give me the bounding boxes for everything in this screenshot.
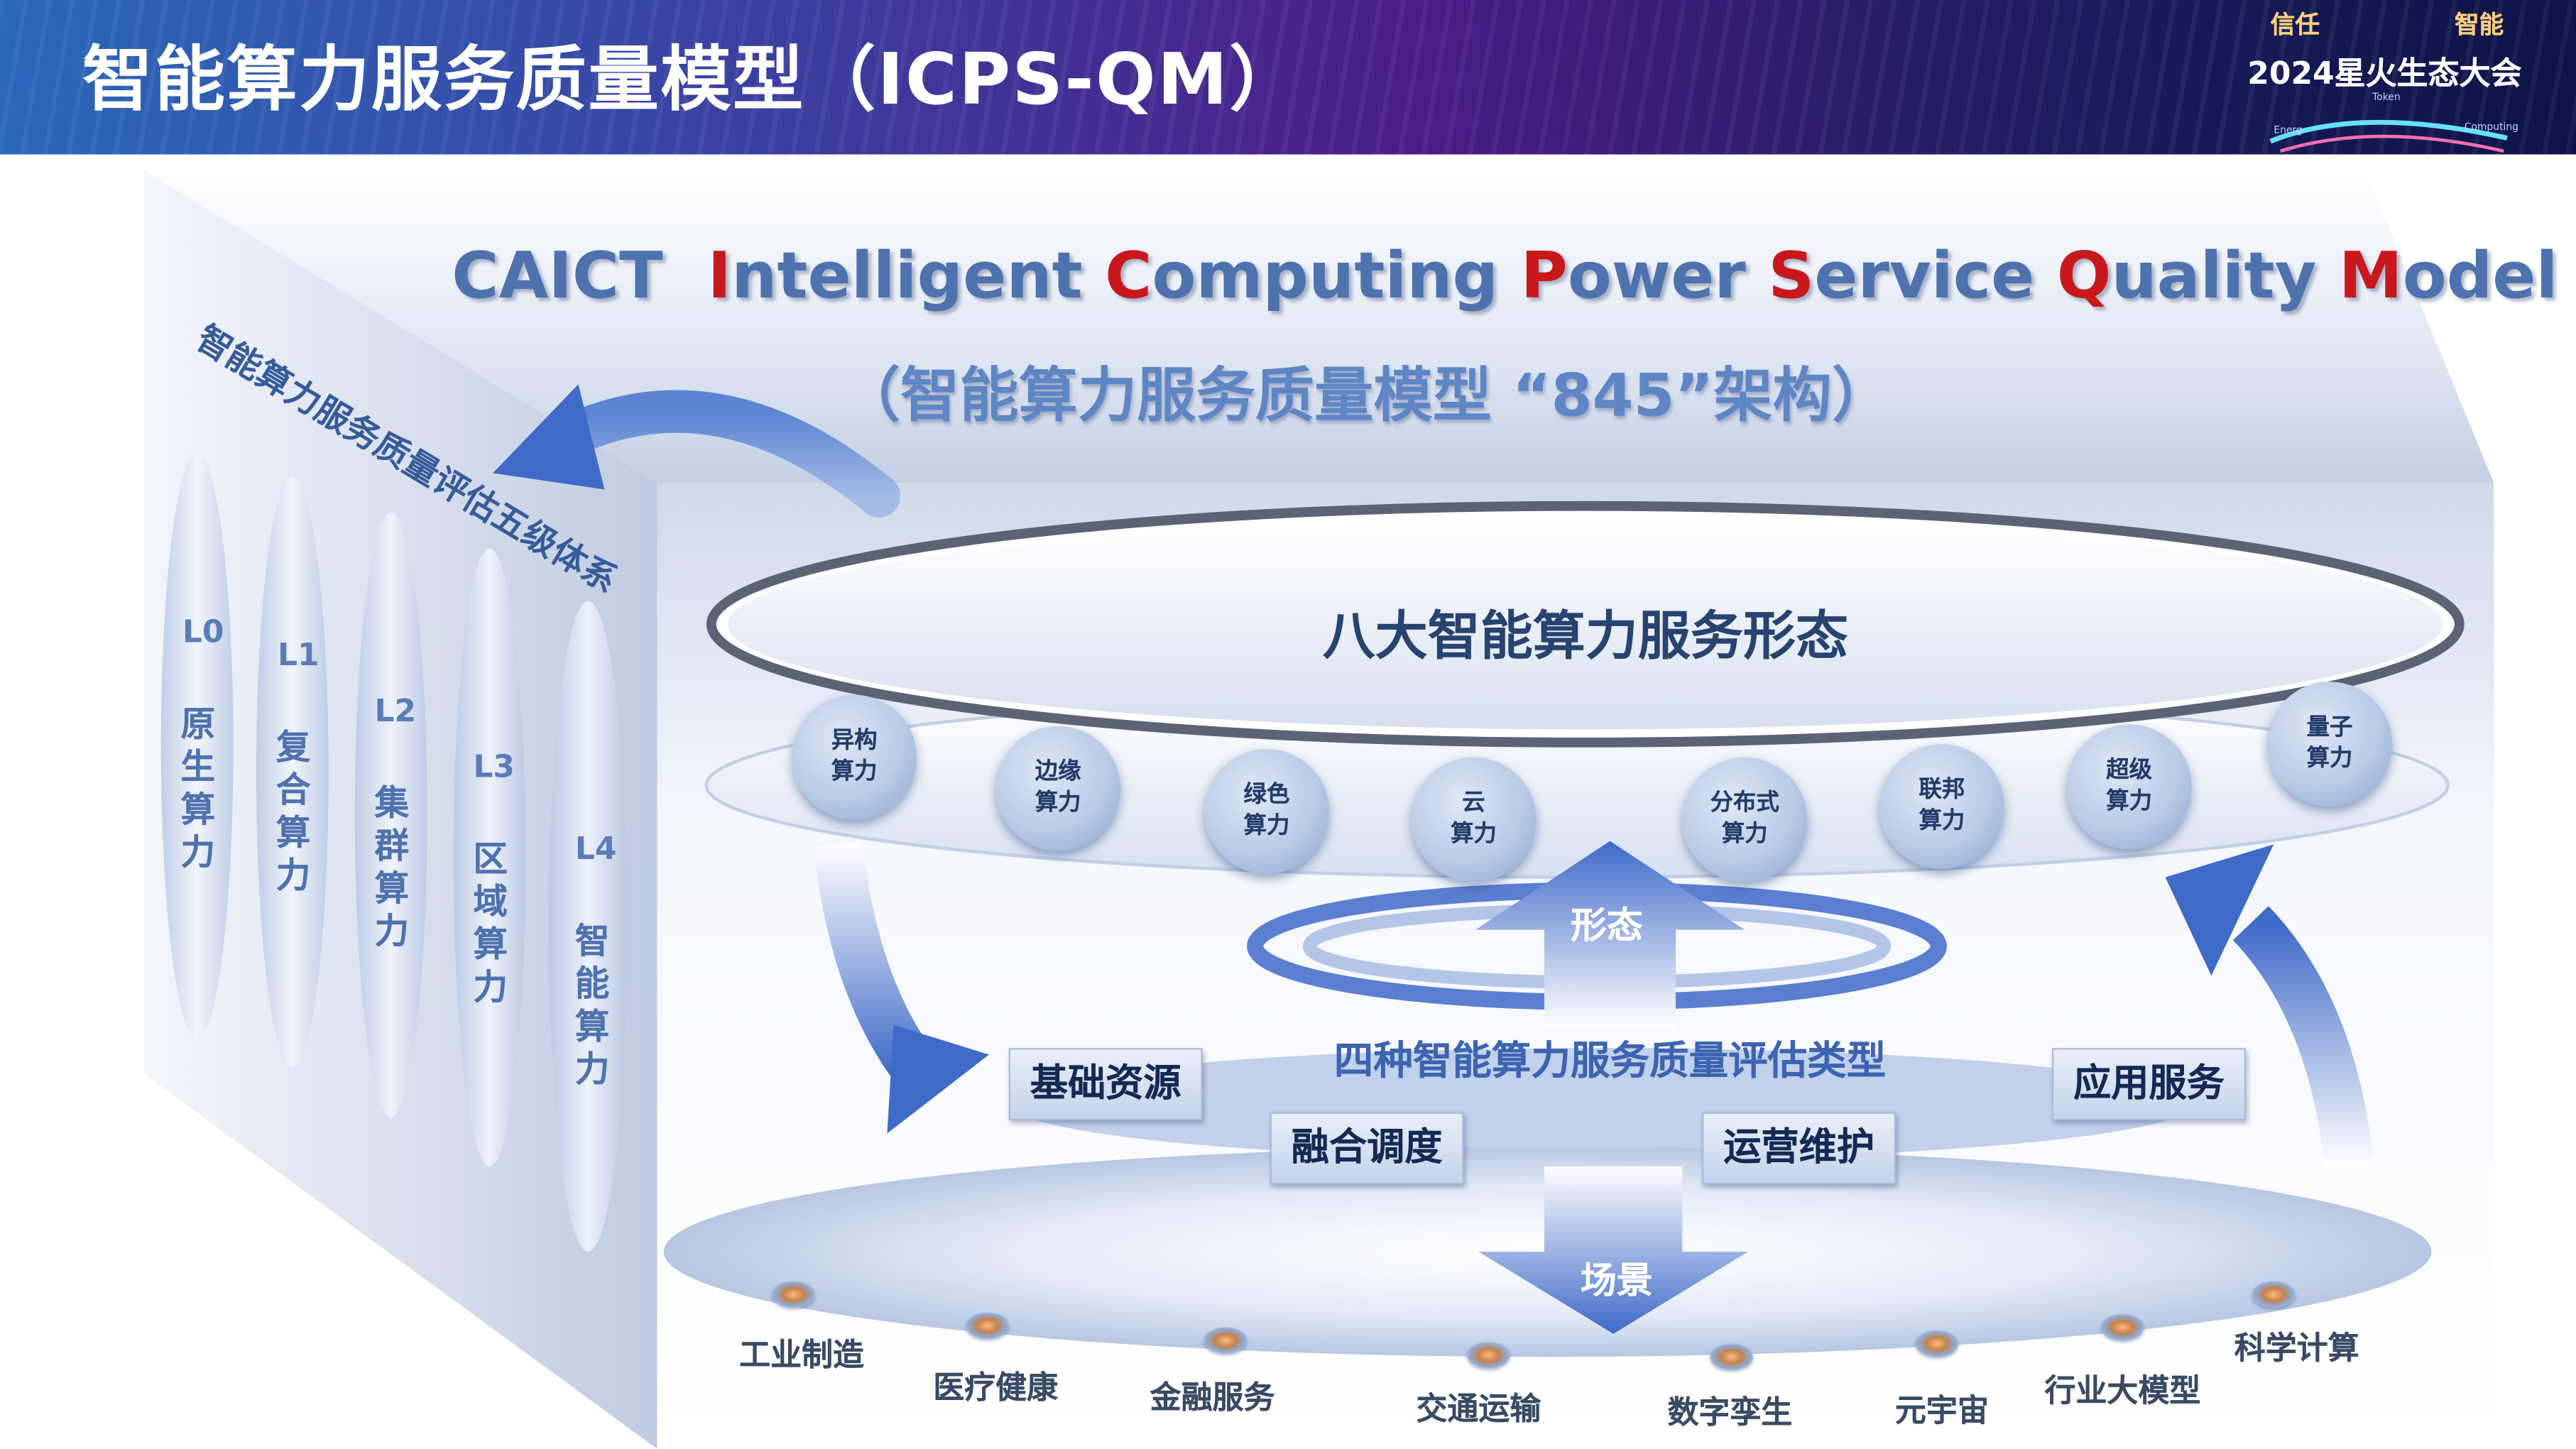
form-node-label: 分布式 (1710, 789, 1779, 816)
form-node-label: 算力 (2306, 745, 2353, 772)
level-code-l0: L0 (182, 614, 224, 651)
quality-types-title: 四种智能算力服务质量评估类型 (1333, 1038, 1887, 1085)
logo-small-energy: Energ (2274, 124, 2303, 137)
form-node-label: 算力 (1243, 813, 1290, 840)
form-node-label: 量子 (2306, 714, 2353, 741)
scenario-metaverse: 元宇宙 (1894, 1393, 1989, 1430)
pillar-l3 (453, 548, 526, 1166)
logo-swoosh-icon (2269, 119, 2508, 153)
form-node-cloud: 云算力 (1411, 757, 1537, 882)
level-arrow-head (493, 384, 605, 490)
pillar-l1 (256, 476, 329, 1068)
quality-type-application-services: 应用服务 (2051, 1048, 2246, 1121)
title-initial-letter: S (1768, 239, 1815, 314)
level-code-l3: L3 (473, 749, 515, 785)
form-node-quantum: 量子算力 (2267, 682, 2392, 807)
level-code-l1: L1 (278, 637, 320, 674)
scenario-dot-metaverse (1915, 1330, 1959, 1357)
title-word-part: ervice (1814, 239, 2057, 314)
up-arrow (1475, 841, 1745, 1029)
level-code-l2: L2 (374, 693, 417, 730)
form-node-label: 边缘 (1035, 758, 1081, 785)
levels-title-svg: 智能算力服务质量评估五级体系 (194, 322, 624, 601)
header-pattern (0, 0, 2576, 155)
pillar-l0 (160, 453, 234, 1039)
quality-type-basic-resources: 基础资源 (1008, 1048, 1203, 1121)
form-node-green: 绿色算力 (1204, 749, 1329, 874)
title-word-part: omputing (1152, 239, 1521, 314)
level-name-l1: 复合算力 (275, 728, 311, 896)
form-node-label: 算力 (1721, 821, 1768, 848)
header-banner (0, 0, 2576, 155)
scenario-scientific-computing: 科学计算 (2234, 1330, 2359, 1367)
logo-small-computing: Computing (2464, 121, 2518, 133)
model-chinese-subtitle: （智能算力服务质量模型 “845”架构） (841, 363, 1892, 431)
form-node-label: 云 (1462, 789, 1485, 816)
levels-title: 智能算力服务质量评估五级体系 (194, 322, 624, 601)
form-node-label: 联邦 (1919, 777, 1965, 804)
form-node-label: 算力 (1035, 789, 1081, 816)
title-word-part: uality (2111, 239, 2339, 314)
forms-title-fill (728, 519, 2443, 730)
pillar-l2 (354, 512, 427, 1117)
title-initial-letter: C (1105, 239, 1152, 314)
logo-word-intelligence: 智能 (2454, 9, 2504, 40)
form-node-label: 绿色 (1243, 782, 1290, 809)
form-node-label: 算力 (2106, 788, 2153, 815)
level-name-l2: 集群算力 (374, 783, 410, 951)
scenario-dot-industry-model (2101, 1314, 2144, 1341)
form-node-label: 算力 (1919, 808, 1965, 835)
page-title: 智能算力服务质量模型（ICPS-QM） (82, 39, 1302, 122)
scenario-dot-medical (966, 1312, 1009, 1339)
right-curve-arrow-head (2165, 844, 2274, 976)
form-node-label: 超级 (2106, 757, 2153, 784)
down-arrow-label: 场景 (1580, 1261, 1653, 1303)
form-node-distributed: 分布式算力 (1682, 757, 1808, 882)
right-curve-arrow-body (2232, 906, 2374, 1169)
title-initial-letter: Q (2056, 239, 2112, 314)
scenario-healthcare: 医疗健康 (933, 1369, 1059, 1406)
scenario-dot-transport (1467, 1342, 1510, 1369)
title-word-part: odel (2402, 239, 2558, 314)
up-arrow-label: 形态 (1570, 907, 1643, 948)
title-word-part: CAICT (452, 239, 708, 314)
quality-type-fusion-scheduling: 融合调度 (1270, 1112, 1464, 1185)
form-node-super: 超级算力 (2066, 724, 2192, 850)
form-node-heterogeneous: 异构算力 (792, 694, 917, 820)
level-name-l4: 智能算力 (574, 922, 610, 1090)
quality-type-operation-maintenance: 运营维护 (1702, 1112, 1896, 1185)
scenario-industry-large-model: 行业大模型 (2044, 1373, 2201, 1410)
forms-title: 八大智能算力服务形态 (1322, 604, 1849, 667)
title-initial-letter: M (2338, 239, 2403, 314)
form-node-label: 算力 (831, 758, 878, 785)
scenario-transportation: 交通运输 (1416, 1391, 1541, 1428)
title-word-part: ower (1567, 239, 1769, 314)
level-code-l4: L4 (574, 831, 617, 868)
level-name-l3: 区域算力 (473, 839, 508, 1007)
logo-word-trust: 信任 (2270, 9, 2320, 40)
logo-event-name: 2024星火生态大会 (2247, 55, 2522, 92)
title-word-part: ntelligent (731, 239, 1106, 314)
pillar-l4 (548, 601, 628, 1252)
diagram-background (144, 170, 2494, 1449)
scenario-dot-finance (1204, 1327, 1248, 1354)
down-arrow (1478, 1166, 1748, 1334)
scenario-dot-science (2252, 1281, 2296, 1308)
scenario-digital-twin: 数字孪生 (1667, 1394, 1793, 1431)
form-node-label: 异构 (831, 728, 878, 755)
form-node-edge: 边缘算力 (995, 726, 1121, 851)
title-initial-letter: P (1520, 239, 1568, 314)
logo-small-token: Token (2372, 92, 2401, 104)
scenario-dot-digital-twin (1710, 1343, 1753, 1370)
scenario-dot-industry (772, 1281, 815, 1308)
form-node-federated: 联邦算力 (1879, 744, 2004, 870)
title-initial-letter: I (707, 239, 732, 314)
form-node-label: 算力 (1451, 821, 1497, 848)
model-english-title: CAICT Intelligent Computing Power Servic… (452, 240, 2558, 314)
level-arrow-body (553, 390, 900, 518)
level-name-l0: 原生算力 (180, 704, 216, 873)
scenario-industrial-manufacturing: 工业制造 (739, 1337, 865, 1374)
scenario-financial-services: 金融服务 (1150, 1379, 1275, 1416)
left-curve-arrow-head (887, 1024, 989, 1134)
